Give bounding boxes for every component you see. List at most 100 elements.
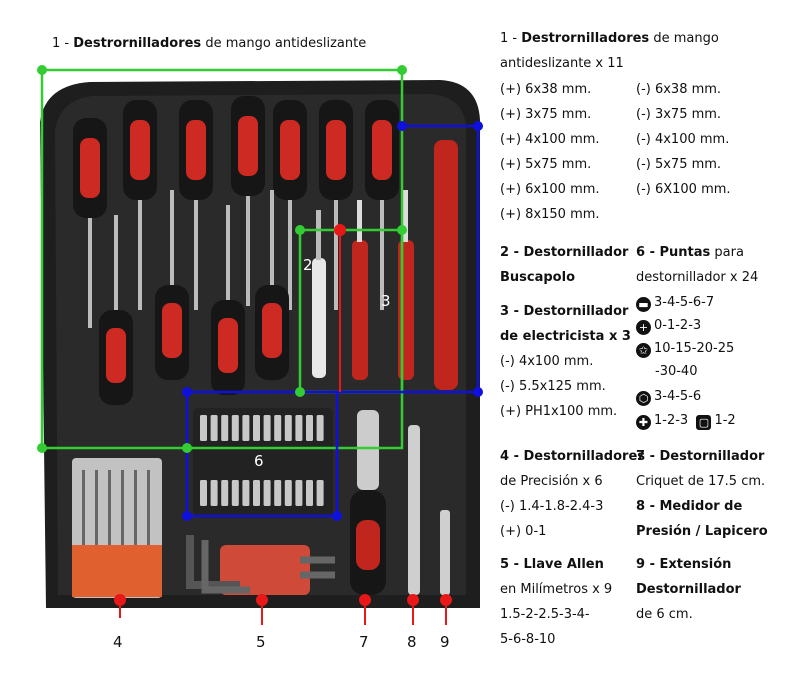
bit-top-5 — [253, 415, 260, 441]
sec8-line1: 8 - Medidor de — [636, 499, 743, 514]
screwdriver-top-5 — [319, 100, 353, 310]
sec3-item-0: (-) 4x100 mm. — [500, 354, 594, 369]
bit-top-6 — [263, 415, 271, 441]
top-caption-bold: Destrornilladores — [73, 36, 202, 51]
sec7-line2: Criquet de 17.5 cm. — [636, 474, 766, 489]
ratchet-screwdriver — [350, 410, 386, 595]
pozidriv-tip-icon: ✚ — [636, 415, 651, 430]
sec9-line1: 9 - Extensión — [636, 557, 732, 572]
precision-driver-0 — [82, 470, 85, 545]
group6-box — [185, 390, 339, 518]
sec6-heading: 6 - Puntas para — [636, 245, 744, 260]
sec9-line3: de 6 cm. — [636, 607, 693, 622]
bit-top-0 — [200, 415, 207, 441]
bottom-number-7: 7 — [359, 633, 369, 651]
sec4-line2: de Precisión x 6 — [500, 474, 603, 489]
sec6-tip-slot: ▬3-4-5-6-7 — [636, 290, 714, 315]
bit-top-2 — [221, 415, 229, 441]
screwdriver-bottom-2 — [211, 205, 245, 395]
sec6-line2: destornillador x 24 — [636, 270, 759, 285]
bit-top-9 — [295, 415, 303, 441]
precision-screwdrivers — [72, 458, 162, 598]
extension-bar — [440, 510, 450, 595]
sec6-tip-torx: ✩10-15-20-25 — [636, 336, 734, 361]
sec6-tip-hex: ⬡3-4-5-6 — [636, 384, 701, 409]
precision-driver-3 — [121, 470, 124, 545]
sec1-left-4: (+) 6x100 mm. — [500, 182, 600, 197]
pressure-gauge — [408, 425, 420, 595]
sec3-line2: de electricista x 3 — [500, 329, 631, 344]
sec5-item-1: 5-6-8-10 — [500, 632, 556, 647]
sec3-item-2: (+) PH1x100 mm. — [500, 404, 618, 419]
bit-top-3 — [231, 415, 239, 441]
bit-bottom-6 — [263, 480, 271, 506]
sec3-line1: 3 - Destornillador — [500, 304, 629, 319]
sec8-line2: Presión / Lapicero — [636, 524, 768, 539]
slotted-tip-icon: ▬ — [636, 297, 651, 312]
sec1-left-0: (+) 6x38 mm. — [500, 82, 592, 97]
photo-label-2: 2 — [303, 256, 313, 274]
sec4-item-0: (-) 1.4-1.8-2.4-3 — [500, 499, 604, 514]
precision-driver-4 — [134, 470, 137, 545]
screwdrivers-group — [73, 96, 399, 405]
bit-bottom-5 — [253, 480, 260, 506]
bit-bottom-2 — [221, 480, 229, 506]
sec1-right-0: (-) 6x38 mm. — [636, 82, 722, 97]
bottom-number-5: 5 — [256, 633, 266, 651]
sec1-heading: 1 - Destrornilladores de mango — [500, 31, 719, 46]
sec2-line1: 2 - Destornillador — [500, 245, 629, 260]
screwdriver-top-3 — [231, 96, 265, 306]
bit-bottom-10 — [306, 480, 313, 506]
top-caption: 1 - Destrornilladores de mango antidesli… — [52, 36, 367, 51]
bottom-number-8: 8 — [407, 633, 417, 651]
bit-bottom-1 — [210, 480, 218, 506]
screwdriver-top-1 — [123, 100, 157, 310]
bit-bottom-7 — [274, 480, 282, 506]
bit-top-4 — [242, 415, 250, 441]
group3-box — [335, 124, 480, 394]
bits-holder — [193, 408, 333, 518]
screwdriver-top-4 — [273, 100, 307, 310]
photo-label-6: 6 — [254, 452, 264, 470]
screwdriver-bottom-3 — [255, 190, 289, 380]
sec4-item-1: (+) 0-1 — [500, 524, 547, 539]
bottom-number-9: 9 — [440, 633, 450, 651]
sec7-line1: 7 - Destornillador — [636, 449, 765, 464]
square-tip-icon: ▢ — [696, 415, 712, 430]
sec1-right-4: (-) 6X100 mm. — [636, 182, 731, 197]
sec5-line2: en Milímetros x 9 — [500, 582, 613, 597]
sec6-tip-torx-cont: -30-40 — [655, 364, 698, 379]
hex-tip-icon: ⬡ — [636, 391, 651, 406]
sec1-left-2: (+) 4x100 mm. — [500, 132, 600, 147]
allen-keys — [186, 535, 335, 595]
bit-top-7 — [274, 415, 282, 441]
bit-bottom-4 — [242, 480, 250, 506]
sec1-right-3: (-) 5x75 mm. — [636, 157, 722, 172]
precision-driver-5 — [147, 470, 150, 545]
sec1-left-1: (+) 3x75 mm. — [500, 107, 592, 122]
sec9-line2: Destornillador — [636, 582, 741, 597]
sec1-left-3: (+) 5x75 mm. — [500, 157, 592, 172]
bit-top-8 — [284, 415, 292, 441]
sec6-tip-pozi-square: ✚1-2-3 ▢1-2 — [636, 408, 736, 433]
sec1-right-1: (-) 3x75 mm. — [636, 107, 722, 122]
sec1-left-5: (+) 8x150 mm. — [500, 207, 600, 222]
sec2-line2: Buscapolo — [500, 270, 576, 285]
bit-bottom-0 — [200, 480, 207, 506]
precision-driver-1 — [95, 470, 98, 545]
sec5-item-0: 1.5-2-2.5-3-4- — [500, 607, 590, 622]
sec4-line1: 4 - Destornilladores — [500, 449, 645, 464]
tool-case-illustration — [37, 65, 483, 625]
phillips-tip-icon: + — [636, 320, 651, 335]
sec5-line1: 5 - Llave Allen — [500, 557, 604, 572]
bit-bottom-11 — [316, 480, 324, 506]
screwdriver-bottom-0 — [99, 215, 133, 405]
precision-driver-2 — [108, 470, 111, 545]
photo-label-3: 3 — [381, 292, 391, 310]
bit-bottom-8 — [284, 480, 292, 506]
screwdriver-bottom-1 — [155, 190, 189, 380]
screwdriver-top-6 — [365, 100, 399, 310]
bit-bottom-3 — [231, 480, 239, 506]
screwdriver-top-0 — [73, 118, 107, 328]
sec3-item-1: (-) 5.5x125 mm. — [500, 379, 606, 394]
